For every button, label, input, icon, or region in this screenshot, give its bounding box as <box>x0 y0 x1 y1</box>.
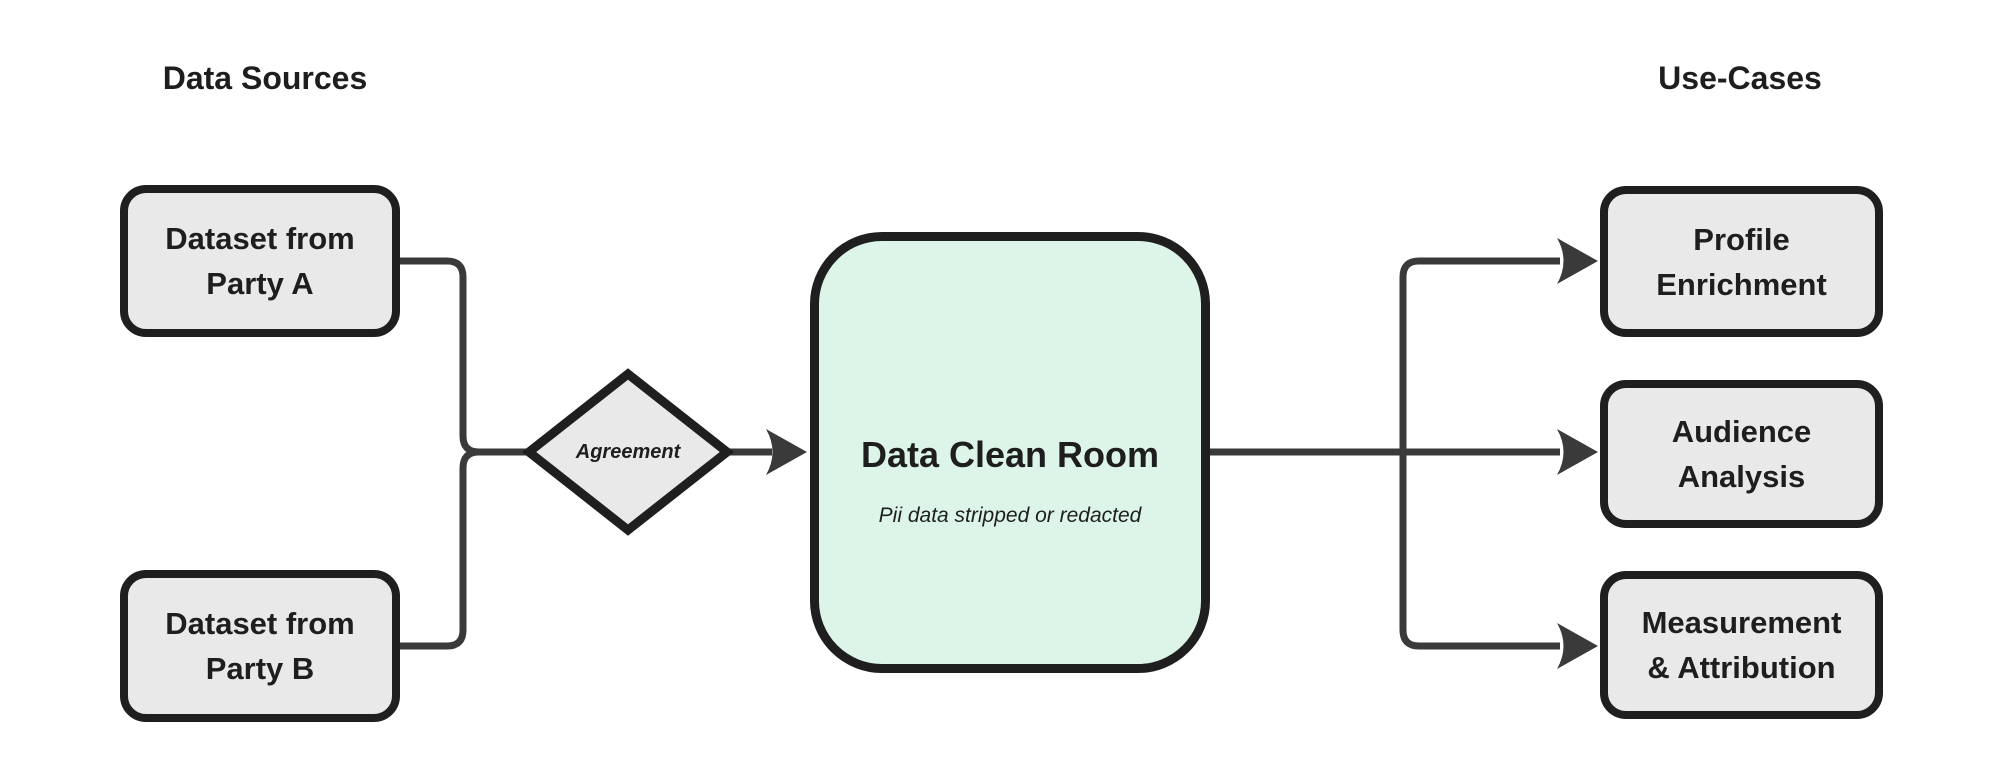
node-dataset-party-b-label: Dataset from Party B <box>165 606 355 686</box>
data-clean-room-title: Data Clean Room <box>860 434 1160 475</box>
edge-clean-room-to-measurement <box>1399 452 1560 650</box>
node-measurement-attribution: Measurement & Attribution <box>1600 571 1883 719</box>
arrow-head-icon <box>766 429 807 475</box>
arrow-head-icon <box>1557 429 1598 475</box>
edge-clean-room-to-profile <box>1399 257 1560 452</box>
node-dataset-party-a-label: Dataset from Party A <box>165 221 355 301</box>
agreement-diamond-label: Agreement <box>575 441 681 463</box>
node-dataset-party-b: Dataset from Party B <box>120 570 400 722</box>
arrow-head-icon <box>1557 623 1598 669</box>
edge-party-a-to-agreement <box>400 257 529 456</box>
node-dataset-party-a: Dataset from Party A <box>120 185 400 337</box>
node-measurement-attribution-label: Measurement & Attribution <box>1641 605 1842 685</box>
arrow-head-icon <box>1557 238 1598 284</box>
node-profile-enrichment: Profile Enrichment <box>1600 186 1883 337</box>
data-clean-room-subtitle: Pii data stripped or redacted <box>878 504 1142 527</box>
node-data-clean-room: Data Clean Room Pii data stripped or red… <box>810 232 1210 673</box>
agreement-diamond-shape <box>521 368 735 536</box>
use-cases-header: Use-Cases <box>1658 60 1822 96</box>
node-audience-analysis-label: Audience Analysis <box>1671 414 1812 494</box>
node-audience-analysis: Audience Analysis <box>1600 380 1883 528</box>
edge-party-b-to-agreement <box>400 448 529 650</box>
node-profile-enrichment-label: Profile Enrichment <box>1656 221 1827 302</box>
data-sources-header: Data Sources <box>162 60 368 96</box>
